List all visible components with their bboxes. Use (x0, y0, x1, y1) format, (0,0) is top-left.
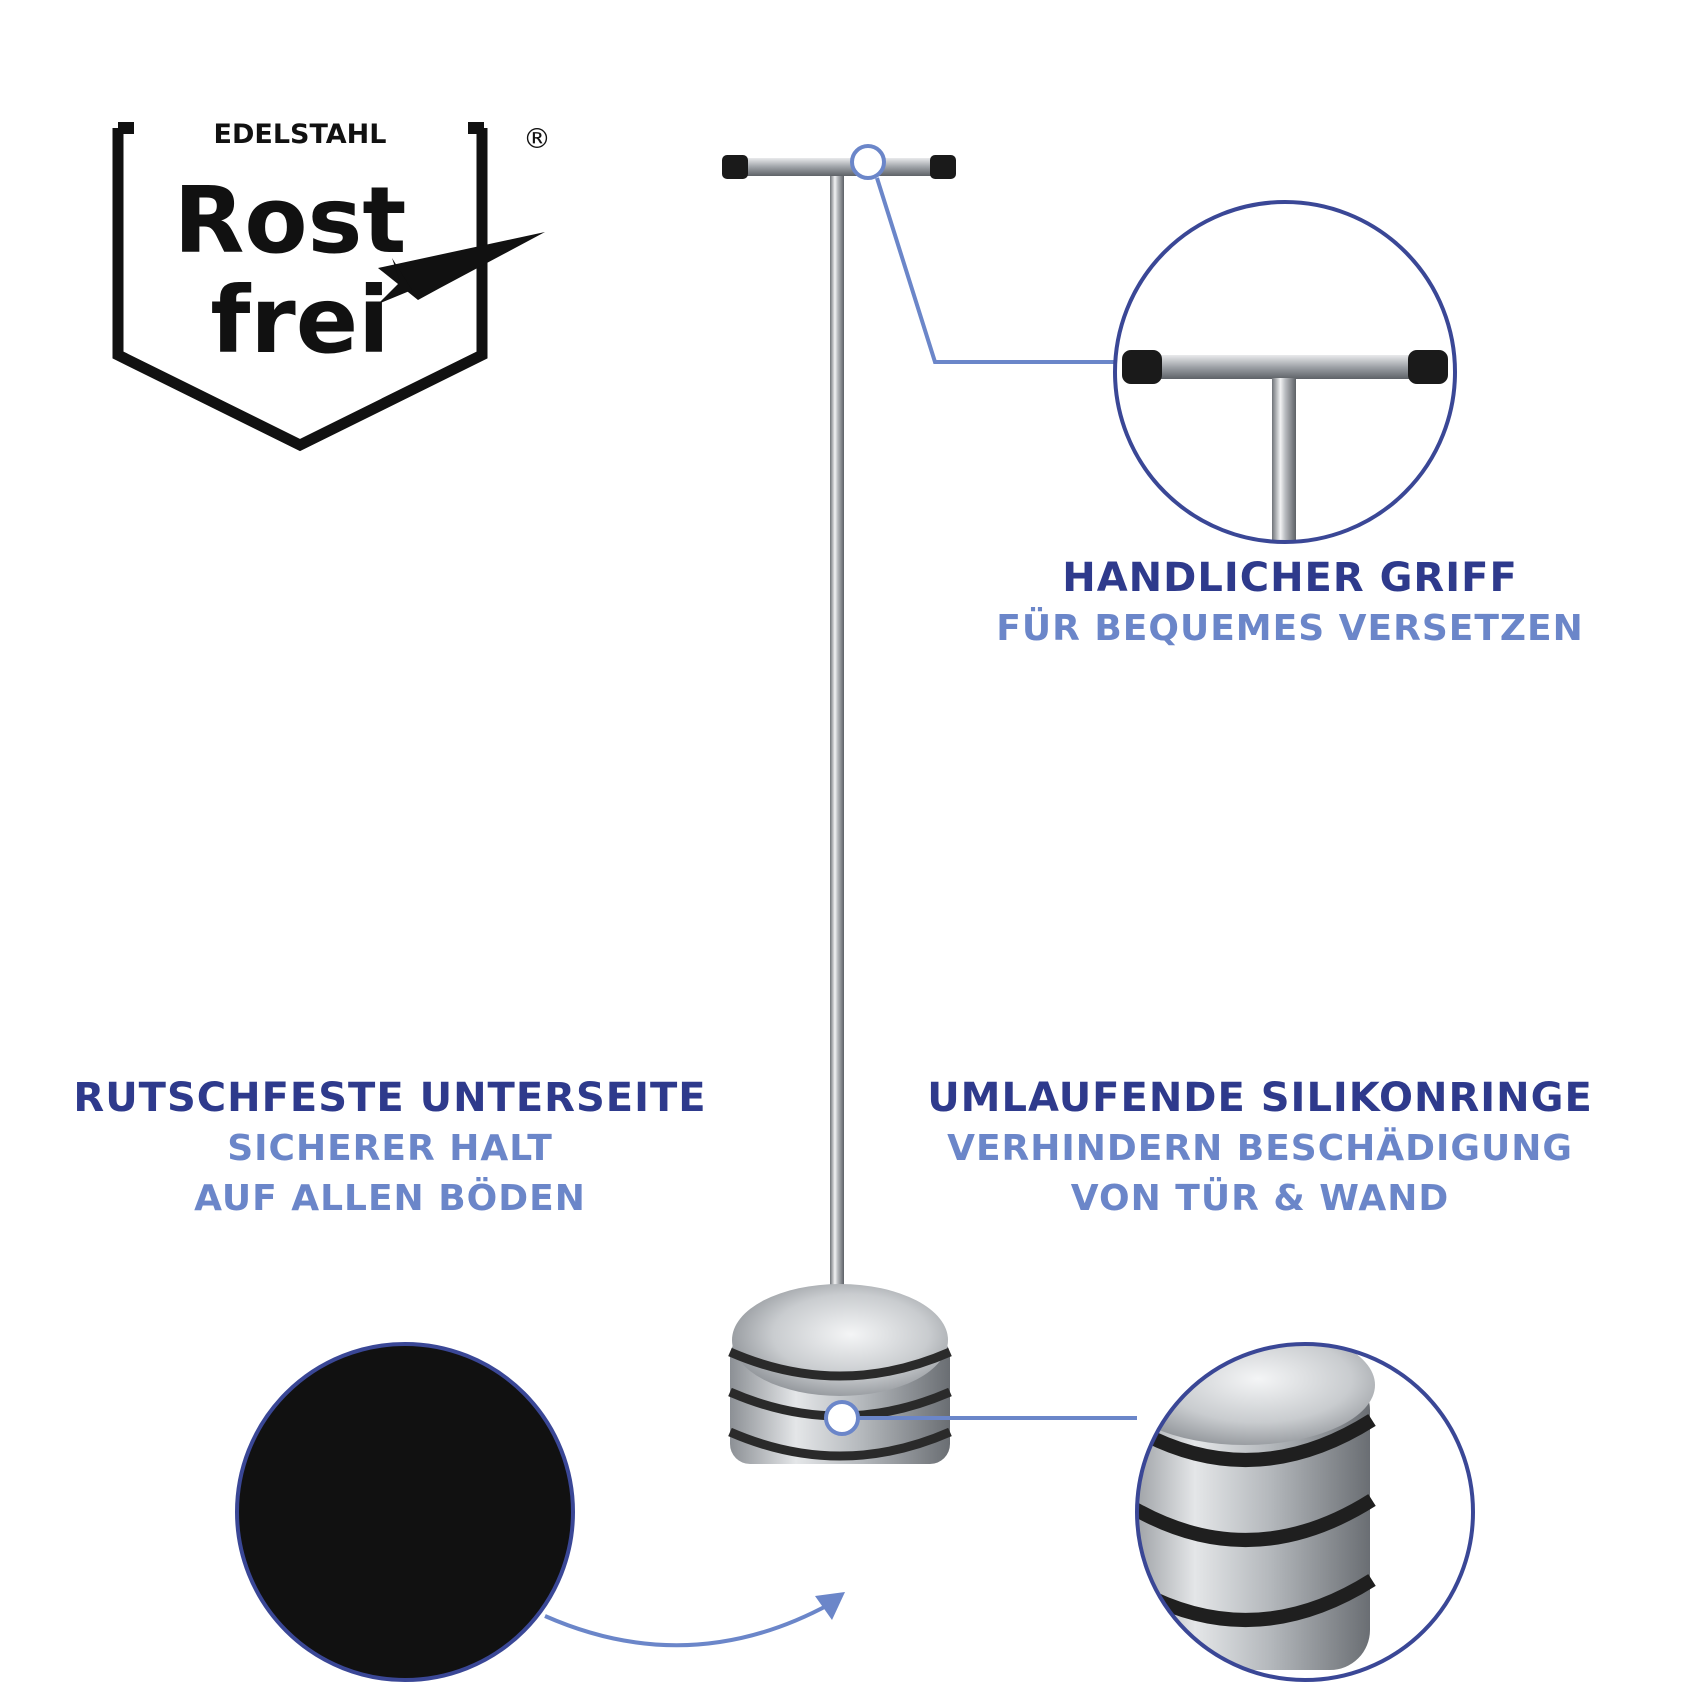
grip-zoom-shaft (1272, 378, 1296, 542)
rings-feature-line-1: VERHINDERN BESCHÄDIGUNG (947, 1128, 1573, 1169)
grip-callout (850, 144, 1457, 544)
logo-edelstahl-text: EDELSTAHL (214, 119, 387, 150)
grip-zoom-circle (1113, 200, 1457, 544)
grip-zoom-cap-right (1408, 350, 1448, 384)
rings-feature-line-2: VON TÜR & WAND (1070, 1178, 1450, 1219)
door-stopper-product (722, 155, 956, 1464)
grip-zoom-cap-left (1122, 350, 1162, 384)
base-callout (235, 1342, 845, 1682)
base-underside-zoom (237, 1344, 573, 1680)
rings-callout-marker (824, 1400, 860, 1436)
base-zoom-circle (235, 1342, 575, 1682)
base-feature-title: RUTSCHFESTE UNTERSEITE (73, 1075, 707, 1121)
silicone-ring-3 (728, 1427, 952, 1461)
logo-shield-top-left (118, 122, 134, 134)
shooting-star-icon (378, 232, 545, 300)
base-feature-text: RUTSCHFESTE UNTERSEITE SICHERER HALT AUF… (40, 1072, 740, 1224)
base-feature-line-1: SICHERER HALT (227, 1128, 553, 1169)
grip-zoom-crossbar (1150, 355, 1420, 379)
logo-registered-mark: ® (523, 122, 551, 155)
grip-zoom-content (1115, 202, 1455, 542)
rings-callout (824, 1342, 1475, 1682)
rings-zoom-circle (1135, 1342, 1475, 1682)
handle-shaft (830, 176, 844, 1344)
star-burst-icon (378, 258, 412, 304)
logo-frei-text: frei (210, 267, 389, 374)
rostfrei-logo: EDELSTAHL ® Rost frei (112, 119, 551, 452)
handle-crossbar (740, 158, 938, 176)
rings-zoom-ring-2 (1137, 1494, 1376, 1547)
rings-feature-text: UMLAUFENDE SILIKONRINGE VERHINDERN BESCH… (880, 1072, 1640, 1224)
handle-end-cap-right (930, 155, 956, 179)
rings-zoom-content (1137, 1344, 1473, 1680)
grip-feature-text: HANDLICHER GRIFF FÜR BEQUEMES VERSETZEN (930, 552, 1650, 654)
rings-zoom-shaft (1178, 1344, 1190, 1390)
grip-feature-title: HANDLICHER GRIFF (1062, 555, 1518, 601)
grip-callout-line (875, 177, 1115, 364)
logo-shield-top-right (468, 122, 484, 134)
rings-zoom-top (1137, 1344, 1375, 1445)
grip-feature-line-1: FÜR BEQUEMES VERSETZEN (996, 608, 1584, 649)
base-feature-line-2: AUF ALLEN BÖDEN (194, 1178, 586, 1219)
handle-end-cap-left (722, 155, 748, 179)
arrow-head-icon (815, 1592, 845, 1620)
logo-rost-text: Rost (174, 167, 407, 274)
base-callout-arrow-line (544, 1602, 831, 1648)
logo-shield-outline (112, 128, 488, 452)
rings-feature-title: UMLAUFENDE SILIKONRINGE (927, 1075, 1593, 1121)
grip-callout-marker (850, 144, 886, 180)
silicone-ring-1 (728, 1347, 952, 1381)
